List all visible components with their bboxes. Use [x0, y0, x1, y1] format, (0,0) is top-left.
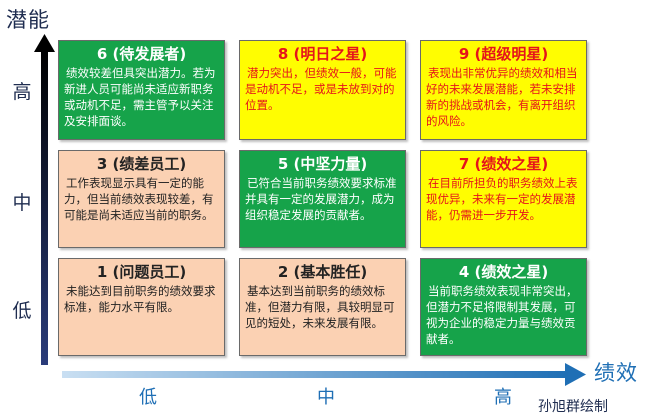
cell-title: 8 (明日之星) [277, 45, 368, 63]
cell-description: 当前职务绩效表现非常突出，但潜力不足将限制其发展，可视为企业的稳定力量与绩效贡献… [426, 284, 578, 346]
cell-1-problem-employee: 1 (问题员工) 未能达到目前职务的绩效要求标准，能力水平有限。 [58, 258, 225, 356]
y-axis-line [41, 50, 48, 365]
cell-title: 3 (绩差员工) [96, 155, 187, 173]
cell-title: 4 (绩效之星) [458, 263, 549, 281]
cell-8-future-star: 8 (明日之星) 潜力突出，但绩效一般，可能是动机不足，或是未放到对的位置。 [239, 40, 406, 140]
cell-5-core-force: 5 (中坚力量) 已符合当前职务绩效要求标准并具有一定的发展潜力，成为组织稳定发… [239, 150, 406, 248]
cell-title: 2 (基本胜任) [277, 263, 368, 281]
cell-title: 9 (超级明星) [458, 45, 549, 63]
cell-4-performance-star: 4 (绩效之星) 当前职务绩效表现非常突出，但潜力不足将限制其发展，可视为企业的… [420, 258, 587, 356]
y-axis-arrowhead [34, 34, 55, 52]
cell-title: 1 (问题员工) [96, 263, 187, 281]
x-axis-title: 绩效 [594, 361, 638, 385]
cell-description: 潜力突出，但绩效一般，可能是动机不足，或是未放到对的位置。 [245, 66, 397, 112]
y-axis-title: 潜能 [6, 8, 50, 32]
cell-description: 表现出非常优异的绩效和相当好的未来发展潜能，若未安排新的挑战或机会，有离开组织的… [426, 66, 578, 128]
y-tick-high: 高 [12, 81, 32, 103]
cell-description: 未能达到目前职务的绩效要求标准，能力水平有限。 [64, 284, 216, 314]
cell-title: 5 (中坚力量) [277, 155, 368, 173]
cell-7-performance-star: 7 (绩效之星) 在目前所担负的职务绩效上表现优异，未来有一定的发展潜能，仍需进… [420, 150, 587, 248]
x-axis-line [62, 371, 567, 378]
x-axis-arrowhead [565, 363, 586, 386]
x-tick-high: 高 [494, 387, 512, 408]
y-tick-low: 低 [12, 300, 32, 322]
cell-3-underperformer: 3 (绩差员工) 工作表现显示具有一定的能力，但当前绩效表现较差，有可能是尚未适… [58, 150, 225, 248]
cell-9-superstar: 9 (超级明星) 表现出非常优异的绩效和相当好的未来发展潜能，若未安排新的挑战或… [420, 40, 587, 140]
cell-6-developer: 6 (待发展者) 绩效较差但具突出潜力。若为新进人员可能尚未适应新职务或动机不足… [58, 40, 225, 140]
cell-title: 7 (绩效之星) [458, 155, 549, 173]
cell-2-basically-competent: 2 (基本胜任) 基本达到当前职务的绩效标准，但潜力有限，具较明显可见的短处，未… [239, 258, 406, 356]
cell-description: 已符合当前职务绩效要求标准并具有一定的发展潜力，成为组织稳定发展的贡献者。 [245, 176, 397, 222]
y-tick-mid: 中 [12, 192, 32, 214]
cell-title: 6 (待发展者) [96, 45, 187, 63]
cell-description: 工作表现显示具有一定的能力，但当前绩效表现较差，有可能是尚未适应当前的职务。 [64, 176, 214, 222]
cell-description: 在目前所担负的职务绩效上表现优异，未来有一定的发展潜能，仍需进一步开发。 [426, 176, 578, 222]
credit-text: 孙旭群绘制 [538, 399, 608, 415]
cell-description: 基本达到当前职务的绩效标准，但潜力有限，具较明显可见的短处，未来发展有限。 [245, 284, 395, 330]
x-tick-mid: 中 [317, 387, 335, 408]
x-tick-low: 低 [139, 387, 157, 408]
cell-description: 绩效较差但具突出潜力。若为新进人员可能尚未适应新职务或动机不足，需主管予以关注及… [64, 66, 216, 128]
